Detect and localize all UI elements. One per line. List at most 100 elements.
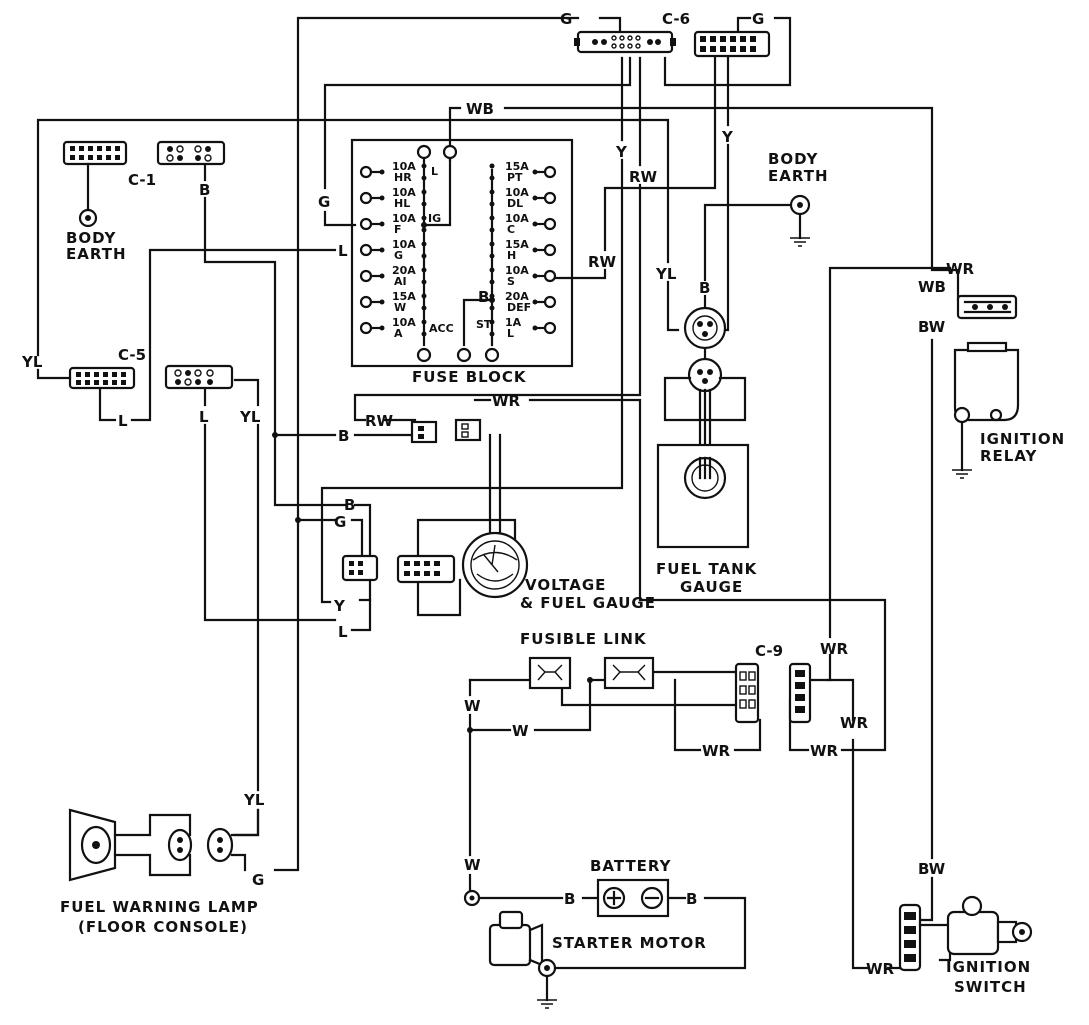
fuse-left-terminal [359, 243, 373, 257]
label-starter-motor: STARTER MOTOR [552, 934, 707, 952]
fuse-circuit: HL [394, 197, 410, 210]
fuse-left-terminals [359, 163, 427, 337]
wire-label-rw-mid: RW [588, 253, 617, 271]
fuse-rating: 10A [392, 212, 416, 225]
label-ignition-relay-1: IGNITION [980, 430, 1065, 448]
wire-label-g-gauge: G [334, 513, 346, 531]
wire-label-yl-c5: YL [21, 353, 43, 371]
fuse-right-terminal [543, 191, 557, 205]
wire-label-y-gauge: Y [333, 597, 346, 615]
label-fuel-warning-lamp-2: (FLOOR CONSOLE) [78, 918, 248, 936]
connector-gauge-right [396, 554, 456, 584]
wire-label-l-c5b: L [199, 408, 209, 426]
connector-gauge-top [454, 418, 482, 442]
wire-label-b-gauge: B [344, 496, 355, 514]
wire-label-wb-top: WB [466, 100, 494, 118]
wire-label-b-conn: B [338, 427, 349, 445]
label-fuel-warning-lamp-1: FUEL WARNING LAMP [60, 898, 259, 916]
fuse-left-terminal [359, 321, 373, 335]
fuel-tank-gauge [656, 357, 750, 549]
fuse-rating: 10A [505, 264, 529, 277]
fuse-circuit: PT [507, 171, 523, 184]
label-body-earth-right-2: EARTH [768, 167, 829, 185]
label-body-earth-right-1: BODY [768, 150, 819, 168]
connector-c6-right [693, 30, 771, 58]
fuse-rating: 10A [505, 212, 529, 225]
fuse-circuit: C [507, 223, 515, 236]
label-body-earth-left-2: EARTH [66, 245, 127, 263]
label-ignition-relay-2: RELAY [980, 447, 1038, 465]
connector-c5-right [164, 364, 234, 390]
label-ignition-switch-2: SWITCH [954, 978, 1027, 996]
wire-label-wr-sw: WR [866, 960, 895, 978]
wire-label-w-left: W [464, 697, 481, 715]
bus-label-acc: ACC [429, 322, 454, 335]
battery-w-terminal [463, 889, 481, 907]
fuse-right-terminal [543, 269, 557, 283]
fuse-rating: 20A [392, 264, 416, 277]
fuse-circuit: HR [394, 171, 412, 184]
connector-gauge-left [341, 554, 379, 582]
fuse-circuit: F [394, 223, 402, 236]
battery [596, 878, 670, 918]
fuse-rating: 15A [505, 238, 529, 251]
bus-label-st: ST [476, 318, 492, 331]
connector-c5-left [68, 366, 136, 390]
fuse-rating: 15A [505, 160, 529, 173]
body-earth-left-terminal [78, 208, 98, 228]
label-ignition-switch-1: IGNITION [946, 958, 1031, 976]
fuse-rating: 10A [392, 238, 416, 251]
label-voltage-fuel-gauge-1: VOLTAGE [525, 576, 606, 594]
label-c1: C-1 [128, 171, 156, 189]
fuse-circuit: DL [507, 197, 523, 210]
bus-label-b: B [478, 288, 489, 306]
fuse-labels: 10AHR10AHL10AF10AG20AAI15AW10AA15APT10AD… [392, 160, 531, 340]
fuse-circuit: A [394, 327, 403, 340]
bus-label-l: L [431, 165, 438, 178]
connector-c6-left [574, 30, 676, 54]
junction-dots [272, 432, 593, 733]
wire-label-rw-conn: RW [365, 412, 394, 430]
fuse-left-terminal [359, 165, 373, 179]
body-earth-right-terminal [789, 194, 811, 216]
wire-label-yl-lamp: YL [243, 791, 265, 809]
fuse-block [350, 138, 574, 368]
label-voltage-fuel-gauge-2: & FUEL GAUGE [520, 594, 656, 612]
wire-label-l-gauge: L [338, 623, 348, 641]
ignition-relay [953, 341, 1020, 424]
wire-label-wr-c9-top: WR [820, 640, 849, 658]
fuse-rating: 10A [392, 316, 416, 329]
fuse-rating: 15A [392, 290, 416, 303]
fuse-left-terminal [359, 191, 373, 205]
fuse-circuit: W [394, 301, 406, 314]
connector-labels: C-6 C-1 C-5 C-9 [118, 10, 783, 660]
fuel-warning-lamp [68, 808, 260, 882]
label-c9: C-9 [755, 642, 783, 660]
wire-label-g-lamp: G [252, 871, 264, 889]
fuse-circuit: H [507, 249, 516, 262]
wire-label-wb-relay: WB [918, 278, 946, 296]
ignition-relay-connector [956, 294, 1018, 320]
wire-label-rw-c6: RW [629, 168, 658, 186]
bus-labels: L IG ACC ST B [428, 165, 492, 335]
wire-label-bw-relay: BW [918, 318, 946, 336]
wire-label-wr-relay: WR [946, 260, 975, 278]
wire-label-wr-c9-right: WR [840, 714, 869, 732]
connector-c9-right [788, 662, 812, 724]
wire-label-wr-c9-bottom: WR [810, 742, 839, 760]
fuse-circuit: S [507, 275, 515, 288]
wire-label-w-batt: W [464, 856, 481, 874]
fuse-right-terminal [543, 165, 557, 179]
connector-c1-left [62, 140, 128, 166]
wire-label-w-mid: W [512, 722, 529, 740]
fuse-circuit: AI [394, 275, 407, 288]
fuse-circuit: DEF [507, 301, 531, 314]
fuse-rating: 20A [505, 290, 529, 303]
wire-label-l-mid: L [338, 242, 348, 260]
fuse-rating: 10A [392, 160, 416, 173]
label-fuel-tank-gauge-2: GAUGE [680, 578, 743, 596]
fuse-circuit: L [507, 327, 514, 340]
label-c5: C-5 [118, 346, 146, 364]
